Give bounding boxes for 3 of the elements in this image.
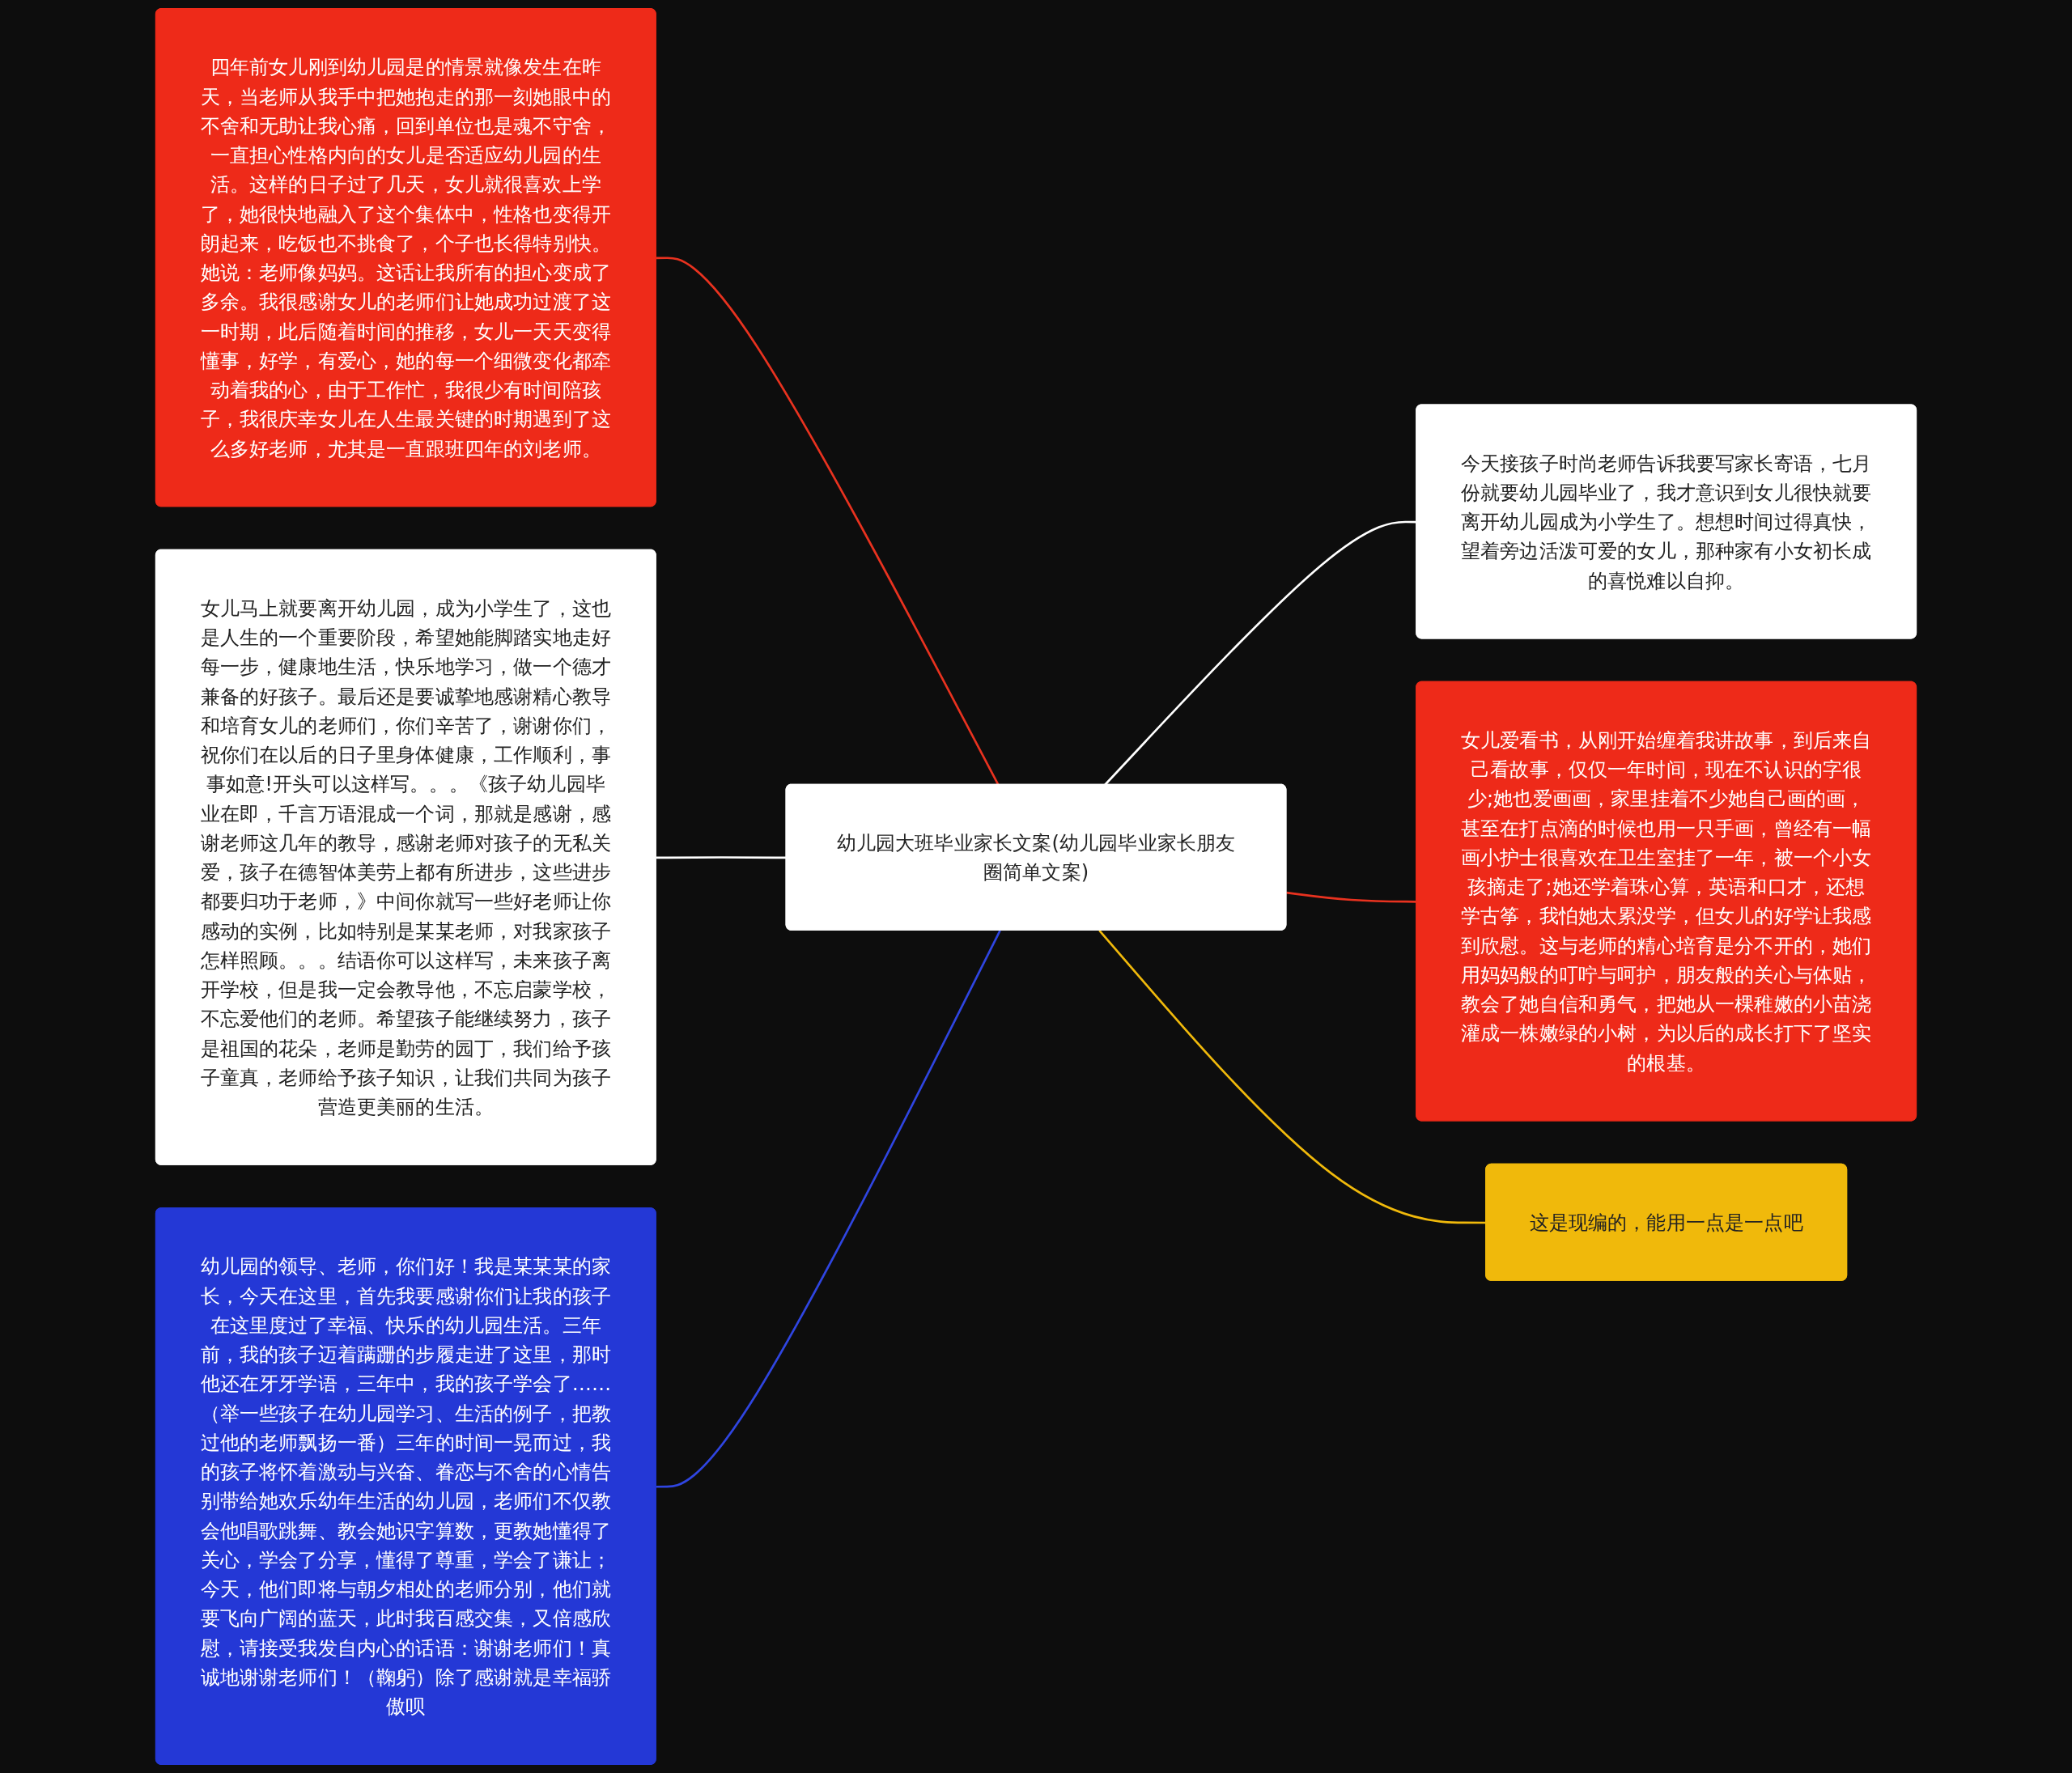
connector: [656, 856, 787, 859]
connector: [656, 930, 1001, 1488]
connector: [656, 257, 1000, 786]
